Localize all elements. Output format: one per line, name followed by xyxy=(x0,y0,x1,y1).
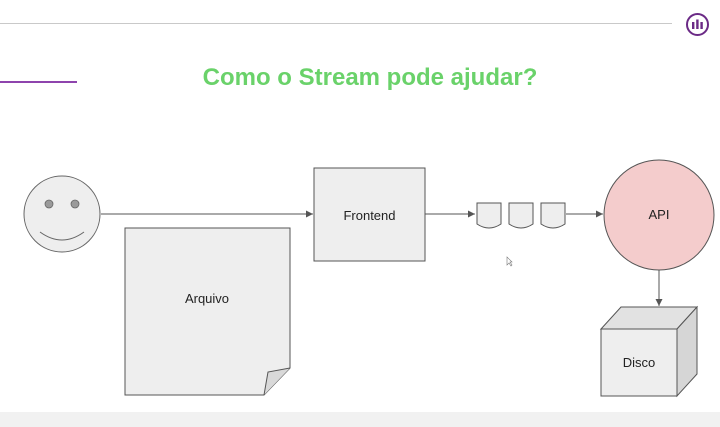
brand-logo-icon xyxy=(686,13,709,36)
frontend-label: Frontend xyxy=(343,208,395,223)
title-accent-line xyxy=(0,81,77,83)
api-label: API xyxy=(649,207,670,222)
smiley-face-icon xyxy=(23,175,101,253)
storage-box-icon: Disco xyxy=(599,305,699,398)
api-node: API xyxy=(603,159,715,271)
bottom-band xyxy=(0,412,720,427)
document-chunk-icon xyxy=(540,202,566,229)
cursor-icon xyxy=(506,256,513,267)
top-divider xyxy=(0,23,672,24)
slide-title: Como o Stream pode ajudar? xyxy=(202,64,538,91)
arquivo-label: Arquivo xyxy=(185,291,229,306)
document-chunk-icon xyxy=(476,202,502,229)
disco-label: Disco xyxy=(623,355,656,370)
arquivo-node: Arquivo xyxy=(124,227,291,396)
document-chunk-icon xyxy=(508,202,534,229)
frontend-node: Frontend xyxy=(313,167,426,262)
